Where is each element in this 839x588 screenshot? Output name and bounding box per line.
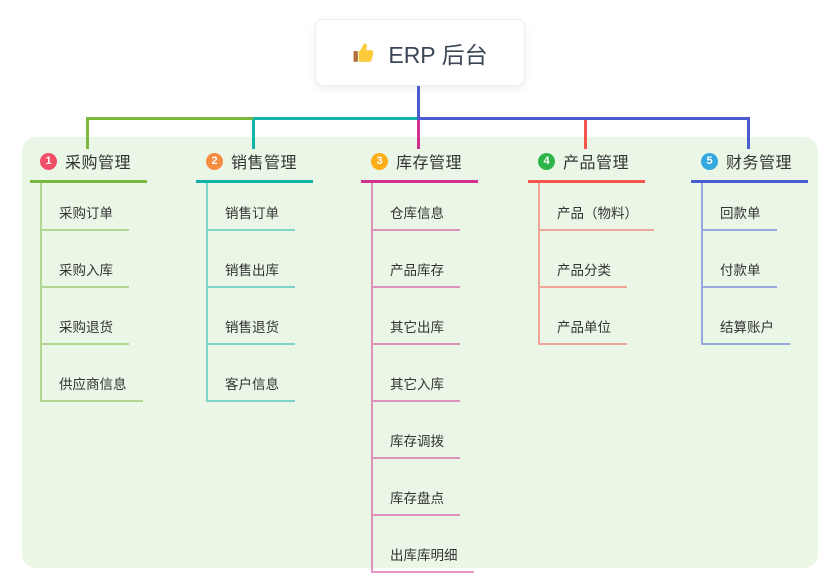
child-node[interactable]: 出库库明细 xyxy=(373,516,474,573)
child-node[interactable]: 库存盘点 xyxy=(373,459,460,516)
branch-column-4: 4 产品管理产品（物料） 产品分类产品单位 xyxy=(528,149,654,345)
child-node[interactable]: 采购退货 xyxy=(42,288,129,345)
branch-children-group: 采购订单采购入库采购退货供应商信息 xyxy=(40,183,143,402)
child-node[interactable]: 销售出库 xyxy=(208,231,295,288)
branch-children-group: 回款单付款单结算账户 xyxy=(701,183,790,345)
child-node[interactable]: 产品库存 xyxy=(373,231,460,288)
child-label: 出库库明细 xyxy=(390,548,458,563)
child-label: 仓库信息 xyxy=(390,206,444,221)
connector-line xyxy=(253,117,417,120)
child-node[interactable]: 其它出库 xyxy=(373,288,460,345)
child-node[interactable]: 产品单位 xyxy=(540,288,627,345)
child-node[interactable]: 客户信息 xyxy=(208,345,295,402)
branch-node-5[interactable]: 5 财务管理 xyxy=(691,149,809,183)
child-label: 产品（物料） xyxy=(557,206,638,221)
child-node[interactable]: 付款单 xyxy=(703,231,777,288)
child-label: 产品库存 xyxy=(390,263,444,278)
connector-line xyxy=(416,117,750,120)
branch-number-badge: 1 xyxy=(40,152,57,170)
child-node[interactable]: 库存调拨 xyxy=(373,402,460,459)
branch-label: 库存管理 xyxy=(396,155,463,172)
connector-line xyxy=(416,85,420,118)
child-node[interactable]: 采购订单 xyxy=(42,183,129,231)
branch-node-1[interactable]: 1 采购管理 xyxy=(30,149,148,183)
branch-label: 销售管理 xyxy=(231,155,298,172)
branch-children-group: 仓库信息产品库存其它出库其它入库库存调拨库存盘点出库库明细 xyxy=(371,183,474,573)
branch-column-2: 2 销售管理销售订单销售出库销售退货客户信息 xyxy=(196,149,314,402)
connector-line xyxy=(583,117,587,149)
child-label: 销售订单 xyxy=(225,206,279,221)
branch-children-group: 销售订单销售出库销售退货客户信息 xyxy=(206,183,295,402)
child-node[interactable]: 仓库信息 xyxy=(373,183,460,231)
connector-line xyxy=(746,117,750,149)
child-node[interactable]: 销售订单 xyxy=(208,183,295,231)
branch-node-4[interactable]: 4 产品管理 xyxy=(528,149,646,183)
child-label: 其它入库 xyxy=(390,377,444,392)
connector-line xyxy=(85,117,89,149)
branch-number-badge: 3 xyxy=(371,152,388,170)
child-label: 客户信息 xyxy=(225,377,279,392)
branch-label: 产品管理 xyxy=(563,155,630,172)
branch-column-1: 1 采购管理采购订单采购入库采购退货供应商信息 xyxy=(30,149,148,402)
child-label: 采购订单 xyxy=(59,206,113,221)
child-label: 产品单位 xyxy=(557,320,611,335)
child-node[interactable]: 采购入库 xyxy=(42,231,129,288)
child-label: 库存盘点 xyxy=(390,491,444,506)
child-label: 销售出库 xyxy=(225,263,279,278)
child-node[interactable]: 结算账户 xyxy=(703,288,790,345)
child-node[interactable]: 销售退货 xyxy=(208,288,295,345)
child-label: 供应商信息 xyxy=(59,377,127,392)
child-node[interactable]: 供应商信息 xyxy=(42,345,143,402)
branches-panel xyxy=(22,137,818,568)
branch-number-badge: 4 xyxy=(538,152,555,170)
branch-label: 采购管理 xyxy=(65,155,132,172)
child-label: 销售退货 xyxy=(225,320,279,335)
child-label: 其它出库 xyxy=(390,320,444,335)
branch-label: 财务管理 xyxy=(726,155,793,172)
root-label: ERP 后台 xyxy=(388,41,488,68)
child-label: 库存调拨 xyxy=(390,434,444,449)
branch-node-2[interactable]: 2 销售管理 xyxy=(196,149,314,183)
child-label: 产品分类 xyxy=(557,263,611,278)
branch-column-5: 5 财务管理回款单付款单结算账户 xyxy=(691,149,809,345)
child-label: 结算账户 xyxy=(720,320,774,335)
child-label: 付款单 xyxy=(720,263,761,278)
child-node[interactable]: 回款单 xyxy=(703,183,777,231)
connector-line xyxy=(85,117,253,120)
child-label: 回款单 xyxy=(720,206,761,221)
root-node[interactable]: ERP 后台 xyxy=(315,19,525,86)
branch-children-group: 产品（物料） 产品分类产品单位 xyxy=(538,183,654,345)
child-node[interactable]: 其它入库 xyxy=(373,345,460,402)
child-label: 采购入库 xyxy=(59,263,113,278)
child-node[interactable]: 产品（物料） xyxy=(540,183,654,231)
connector-line xyxy=(416,120,420,149)
branch-number-badge: 5 xyxy=(701,152,718,170)
child-node[interactable]: 产品分类 xyxy=(540,231,627,288)
connector-line xyxy=(251,117,255,149)
thumbs-up-icon xyxy=(353,43,374,62)
branch-column-3: 3 库存管理仓库信息产品库存其它出库其它入库库存调拨库存盘点出库库明细 xyxy=(361,149,479,573)
branch-number-badge: 2 xyxy=(206,152,223,170)
branch-node-3[interactable]: 3 库存管理 xyxy=(361,149,479,183)
child-label: 采购退货 xyxy=(59,320,113,335)
